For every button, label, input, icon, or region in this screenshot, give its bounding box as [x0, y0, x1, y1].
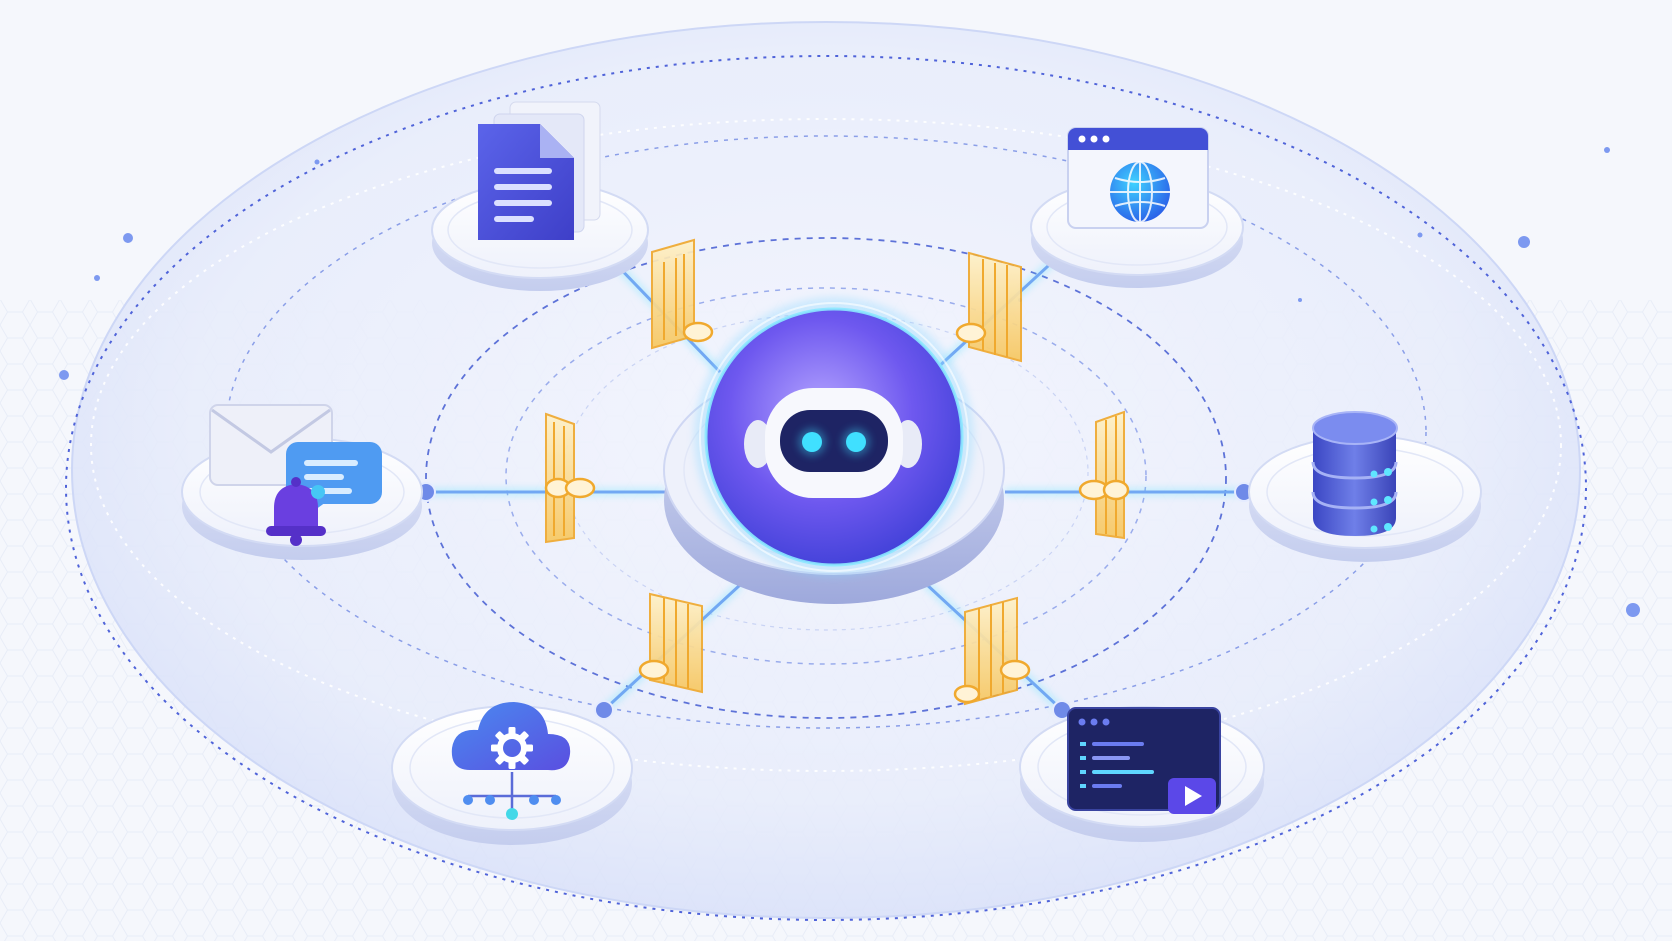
play-icon — [1168, 778, 1216, 814]
cloud-gear-network-icon — [451, 702, 571, 820]
sparkles — [59, 147, 1640, 617]
security-gate-notifications — [544, 412, 596, 544]
node-documents[interactable] — [431, 101, 649, 291]
security-gate-web — [955, 251, 1022, 363]
mail-chat-bell-icon — [209, 404, 382, 546]
security-gate-terminal — [953, 596, 1031, 706]
code-terminal-play-icon — [1067, 707, 1221, 814]
security-gate-cloud — [638, 592, 703, 694]
node-cloud[interactable] — [391, 702, 633, 845]
document-stack-icon — [478, 101, 601, 240]
robot-icon — [744, 388, 922, 498]
bell-icon — [266, 477, 326, 546]
database-server-icon — [1311, 411, 1398, 536]
browser-globe-icon — [1067, 127, 1209, 229]
security-gates — [544, 238, 1130, 706]
chat-icon — [286, 442, 382, 518]
node-web[interactable] — [1030, 127, 1244, 288]
security-gate-documents — [651, 238, 714, 350]
node-database[interactable] — [1248, 411, 1482, 562]
dome-rim — [71, 21, 1581, 919]
central-hub[interactable] — [663, 297, 1005, 604]
security-gate-database — [1078, 410, 1130, 540]
node-terminal[interactable] — [1019, 706, 1265, 842]
node-notifications[interactable] — [181, 404, 423, 560]
gear-icon — [491, 727, 533, 769]
